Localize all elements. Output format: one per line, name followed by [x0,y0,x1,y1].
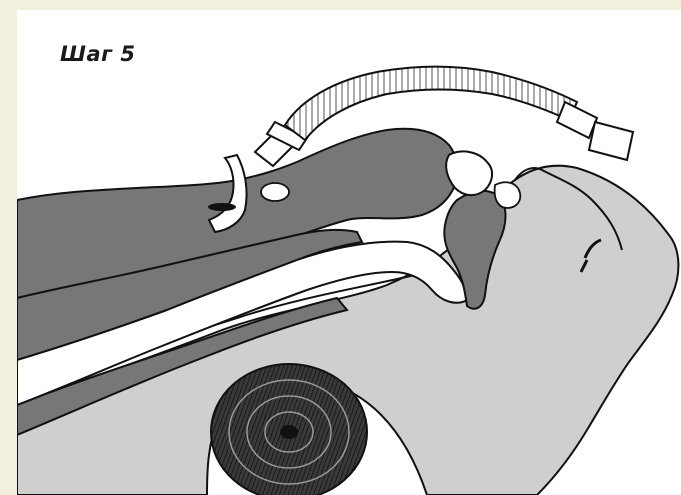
hose-connector [557,102,597,138]
tube-cuff [261,183,289,201]
intubation-illustration [17,10,681,495]
hose-end-tube [589,122,633,160]
tube-shadow [208,203,236,211]
step-title: Шаг 5 [60,42,136,66]
lower-teeth-shape [495,182,521,208]
breathing-hose [285,67,577,140]
shoulder-roll [211,364,367,495]
